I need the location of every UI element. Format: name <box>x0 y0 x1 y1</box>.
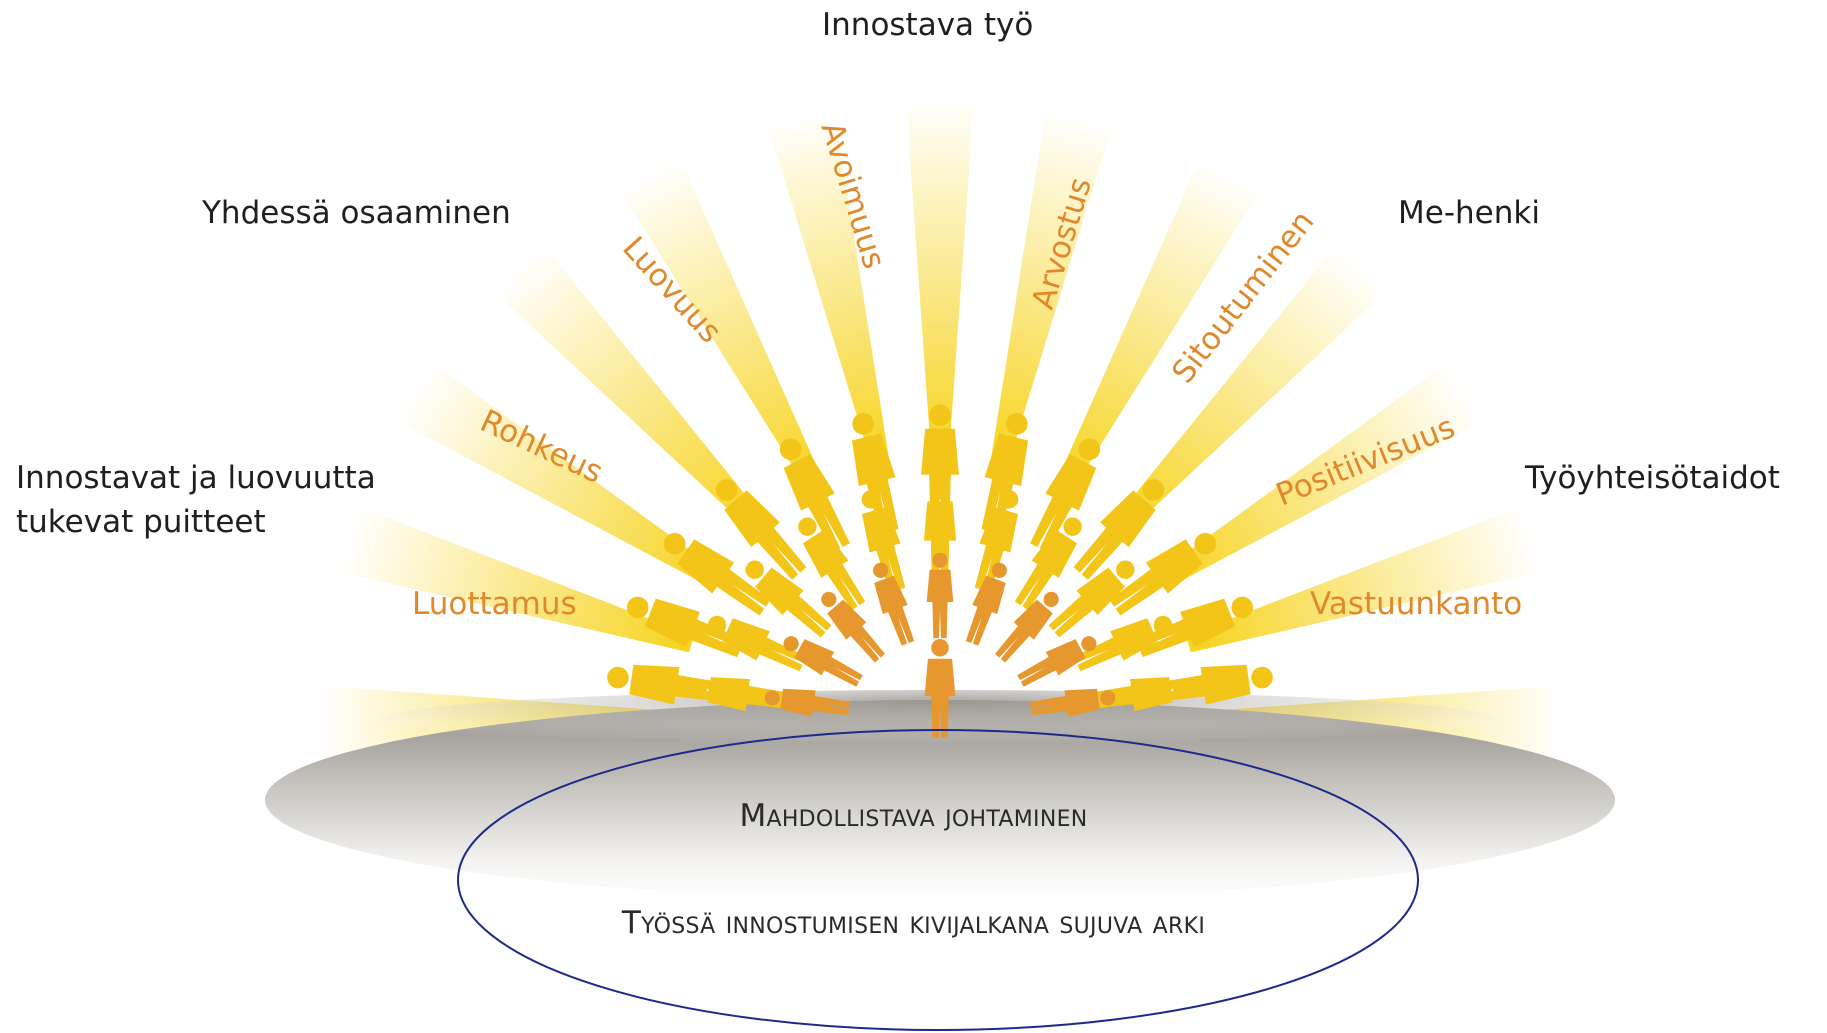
sun-ray <box>1185 506 1542 653</box>
ground-shadow <box>380 690 1500 750</box>
sun-rays <box>320 100 1560 755</box>
person-figure <box>1109 532 1217 616</box>
sun-ray <box>990 109 1113 469</box>
sun-ray <box>905 100 975 461</box>
person-figure <box>924 639 956 738</box>
person-figure <box>707 615 807 672</box>
person-figure <box>798 517 866 611</box>
person-figure <box>1048 560 1135 638</box>
ray-label-luottamus: Luottamus <box>412 586 577 622</box>
sun-ray <box>1054 157 1261 495</box>
sun-ray <box>1110 244 1388 536</box>
base-text-johtaminen: Mahdollistava johtaminen <box>739 798 1088 834</box>
sun-ray <box>492 244 770 536</box>
outer-label-innostava-tyo: Innostava työ <box>822 7 1034 43</box>
person-figure <box>779 438 850 552</box>
person-figure <box>1029 688 1116 717</box>
person-figure <box>1151 664 1273 705</box>
outer-label-me-henki: Me-henki <box>1398 195 1540 231</box>
person-figure <box>1135 596 1254 658</box>
person-figure <box>626 596 745 658</box>
person-figure <box>965 562 1007 646</box>
sun-ray <box>338 506 695 653</box>
person-figure <box>715 479 807 580</box>
person-figure <box>663 532 771 616</box>
outer-label-yhdessa-osaaminen: Yhdessä osaaminen <box>202 195 511 231</box>
person-figure <box>1030 438 1101 552</box>
person-figure <box>783 636 863 687</box>
person-figure <box>861 490 906 593</box>
person-figure <box>1017 636 1097 687</box>
person-figure <box>926 552 954 639</box>
person-figure <box>821 591 885 663</box>
person-figure <box>873 562 915 646</box>
person-figure <box>1073 615 1173 672</box>
ray-label-vastuunkanto: Vastuunkanto <box>1310 586 1523 622</box>
person-figure <box>745 560 832 638</box>
outer-label-puitteet-line2: tukevat puitteet <box>16 504 266 540</box>
person-figure <box>607 664 729 705</box>
outer-label-tyoyhteisotaidot: Työyhteisötaidot <box>1525 460 1780 496</box>
person-figure <box>764 688 851 717</box>
person-figure <box>1073 479 1165 580</box>
base-ellipse <box>457 729 1419 1031</box>
person-figure <box>923 480 957 585</box>
base-text-sujuva-arki: Työssä innostumisen kivijalkana sujuva a… <box>621 905 1206 941</box>
sun-ray <box>1155 363 1484 590</box>
sun-ray <box>767 109 890 469</box>
people-figures <box>607 404 1273 738</box>
sun-ray <box>619 157 826 495</box>
person-figure <box>974 490 1019 593</box>
ground-platform <box>265 700 1615 900</box>
person-figure <box>1014 517 1082 611</box>
person-figure <box>995 591 1059 663</box>
outer-label-puitteet-line1: Innostavat ja luovuutta <box>16 460 376 496</box>
sun-ray <box>396 363 725 590</box>
